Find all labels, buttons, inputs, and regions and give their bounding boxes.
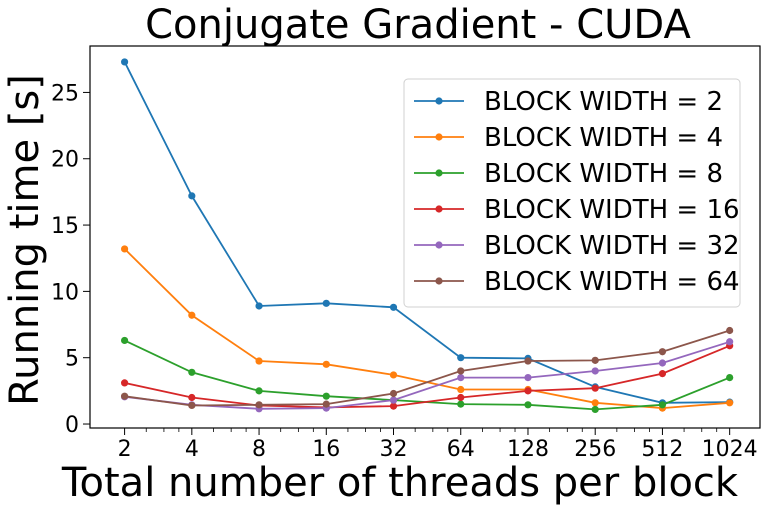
data-point — [389, 402, 398, 410]
data-point — [389, 389, 398, 398]
data-point — [389, 396, 398, 404]
data-point — [658, 370, 667, 378]
x-tick-label: 4 — [185, 437, 199, 462]
y-tick-label: 10 — [51, 280, 79, 305]
data-point — [524, 357, 532, 365]
data-point — [255, 387, 263, 395]
series-line-0 — [123, 61, 730, 404]
data-point — [591, 356, 599, 364]
series-line-3 — [124, 344, 731, 409]
x-tick-label: 256 — [574, 437, 616, 462]
x-tick-label: 64 — [447, 437, 475, 462]
x-tick-label: 1024 — [702, 437, 758, 462]
data-point — [658, 359, 667, 367]
x-tick-label: 32 — [380, 437, 408, 462]
data-point — [726, 399, 734, 407]
data-point — [188, 311, 196, 319]
legend-swatch-marker — [435, 169, 443, 177]
data-point — [188, 368, 196, 376]
data-point — [457, 373, 465, 382]
data-point — [188, 393, 196, 402]
data-point — [658, 348, 667, 356]
series-line-4 — [124, 340, 730, 410]
data-point — [120, 392, 129, 400]
data-point — [726, 326, 734, 335]
x-tick-label: 128 — [507, 437, 549, 462]
data-point — [120, 58, 129, 66]
data-point — [524, 387, 532, 395]
data-point — [120, 245, 129, 253]
x-tick-label: 2 — [118, 437, 132, 462]
data-point — [591, 384, 599, 392]
data-point — [658, 401, 667, 409]
data-point — [591, 405, 599, 414]
data-point — [591, 399, 599, 407]
data-point — [188, 401, 196, 410]
x-tick-label: 16 — [312, 437, 340, 462]
legend-swatch-marker — [435, 241, 443, 249]
data-point — [524, 401, 532, 409]
legend-label: BLOCK WIDTH = 2 — [484, 87, 723, 117]
data-point — [389, 371, 398, 379]
data-point — [457, 400, 465, 408]
chart-title: Conjugate Gradient - CUDA — [145, 2, 691, 48]
data-point — [591, 367, 599, 375]
x-axis-label: Total number of threads per block — [61, 460, 739, 506]
legend-swatch-marker — [435, 205, 443, 213]
legend-swatch-marker — [435, 97, 443, 105]
y-tick-label: 5 — [65, 347, 79, 372]
data-point — [255, 302, 263, 310]
legend-label: BLOCK WIDTH = 8 — [484, 159, 723, 189]
y-tick-label: 25 — [51, 81, 79, 106]
legend-label: BLOCK WIDTH = 64 — [484, 267, 740, 297]
data-point — [389, 303, 398, 311]
y-axis-label: Running time [s] — [2, 74, 48, 406]
legend-swatch-marker — [435, 133, 443, 141]
y-tick-label: 20 — [51, 148, 79, 173]
data-point — [322, 299, 330, 307]
series-line-2 — [124, 339, 731, 411]
data-point — [457, 354, 465, 362]
data-point — [188, 192, 196, 200]
legend: BLOCK WIDTH = 2 BLOCK WIDTH = 4 BLOCK WIDT… — [403, 78, 741, 308]
data-point — [120, 336, 129, 345]
legend-swatch-marker — [435, 277, 443, 285]
data-point — [322, 400, 330, 408]
data-point — [322, 392, 330, 400]
x-tick-label: 8 — [252, 437, 266, 462]
data-point — [255, 401, 263, 409]
data-point — [457, 393, 465, 402]
data-point — [726, 338, 734, 346]
plot-area: 2 4 8 16 32 64 128 256 512 1024 0 5 10 15 20 25 — [51, 58, 758, 462]
data-point — [726, 373, 734, 382]
data-point — [255, 357, 263, 365]
data-point — [322, 360, 330, 368]
legend-label: BLOCK WIDTH = 32 — [484, 231, 740, 261]
data-point — [120, 379, 129, 387]
data-point — [457, 367, 465, 375]
y-tick-label: 15 — [51, 214, 79, 239]
legend-frame — [403, 78, 741, 308]
data-point — [524, 373, 532, 382]
legend-label: BLOCK WIDTH = 4 — [484, 123, 723, 153]
legend-label: BLOCK WIDTH = 16 — [484, 195, 740, 225]
series-line-5 — [124, 329, 730, 407]
x-tick-label: 512 — [641, 437, 683, 462]
y-tick-label: 0 — [65, 413, 79, 438]
plot-frame — [89, 45, 761, 429]
data-point — [457, 385, 465, 394]
